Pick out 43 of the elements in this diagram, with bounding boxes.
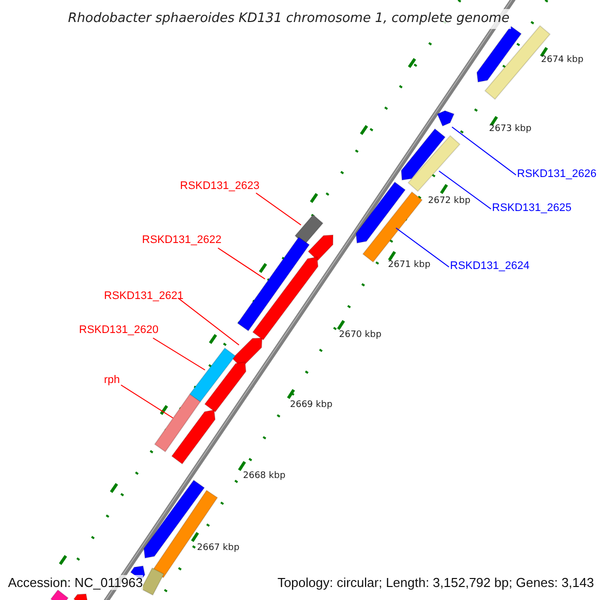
leader-line: [218, 248, 266, 280]
tick-label: 2671 kbp: [388, 260, 430, 271]
leader-line: [120, 384, 174, 418]
gene-bar: [237, 236, 310, 332]
gene-bar: [73, 593, 88, 600]
gene-label: RSKD131_2625: [492, 202, 572, 215]
gene-bar: [152, 490, 218, 578]
genome-info-note: Topology: circular; Length: 3,152,792 bp; Genes: 3,143: [277, 575, 594, 590]
accession-note: Accession: NC_011963: [8, 575, 143, 590]
gene-label: RSKD131_2621: [104, 290, 184, 303]
leader-line: [178, 298, 240, 346]
gene-bar: [308, 234, 334, 262]
gene-bar: [204, 361, 246, 413]
gene-bar: [400, 128, 446, 181]
gene-label: rph: [104, 374, 120, 387]
tick-label: 2667 kbp: [197, 543, 240, 554]
tick-label: 2669 kbp: [290, 400, 332, 411]
gene-bar: [140, 567, 164, 596]
gene-label: RSKD131_2620: [79, 324, 159, 337]
gene-bar: [189, 347, 236, 403]
leader-line: [438, 170, 492, 210]
gene-label: RSKD131_2624: [450, 260, 530, 273]
gene-bar: [476, 26, 522, 83]
leader-line: [152, 338, 206, 370]
gene-bar: [436, 110, 455, 127]
tick-label: 2674 kbp: [541, 55, 584, 66]
gene-label: RSKD131_2622: [142, 234, 222, 247]
leader-line: [396, 228, 450, 268]
leader-line: [256, 192, 302, 226]
gene-bar: [408, 135, 460, 192]
tick-label: 2668 kbp: [243, 471, 286, 482]
tick-label: 2672 kbp: [428, 196, 470, 207]
leader-line: [452, 126, 516, 176]
gene-bar: [355, 181, 406, 244]
title: Rhodobacter sphaeroides KD131 chromosome 1, complete genome: [66, 9, 512, 28]
tick-label: 2670 kbp: [339, 330, 382, 341]
gene-bar: [154, 394, 201, 452]
gene-bar: [171, 409, 216, 465]
tick-label: 2673 kbp: [489, 124, 532, 135]
gene-label: RSKD131_2623: [180, 180, 260, 193]
gene-bar: [252, 256, 319, 341]
gene-label: RSKD131_2626: [517, 168, 597, 181]
gene-bar: [294, 214, 324, 245]
